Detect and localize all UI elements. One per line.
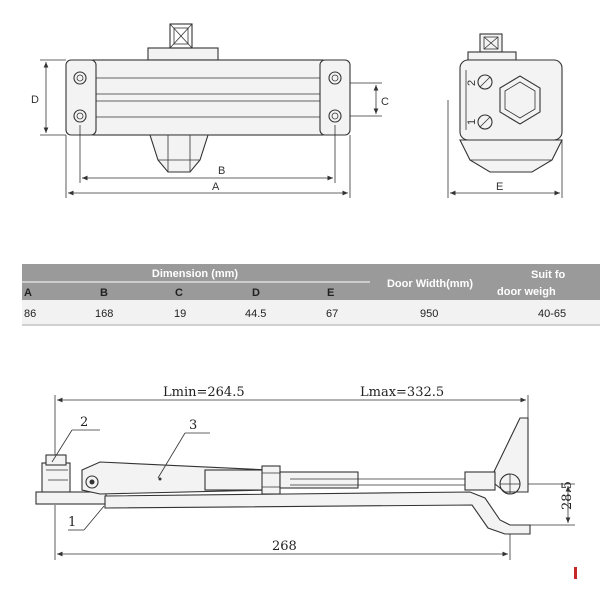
screw-mark-2: 2 [466,80,478,86]
red-mark [574,567,577,579]
col-b: B [100,287,108,299]
arm-pivot [85,475,99,489]
adjust-nut [261,465,281,495]
side-mount-plate [467,51,517,61]
mounting-holes [73,71,342,123]
arm-view: Lmin=264.5 Lmax=332.5 2 3 [35,385,577,579]
callout-3: 3 [189,418,197,433]
side-body [459,59,563,141]
value-b: 168 [95,308,113,320]
door-bracket [489,417,529,493]
col-c: C [175,287,183,299]
value-e: 67 [326,308,338,320]
bracket-base [35,491,107,505]
callout-1: 1 [68,515,76,530]
screw-mark-1: 1 [466,119,478,125]
value-c: 19 [174,308,186,320]
threaded-rod [279,471,359,489]
value-d: 44.5 [245,308,266,320]
bracket-bolt [45,454,67,466]
bottom-valve [149,134,209,173]
dim-c-label: C [381,96,389,108]
dim-e-label: E [496,181,503,193]
value-door-weight: 40-65 [538,308,566,320]
lmin-label: Lmin=264.5 [163,385,245,400]
side-valve [459,139,563,173]
side-view: 2 1 E [447,33,563,198]
front-view: D C B A [31,23,389,198]
table-row-bg [22,300,600,324]
lower-arm [104,491,531,535]
square-shaft [169,23,193,49]
dim-b-label: B [218,165,225,177]
header-suit-line2: door weigh [497,286,556,298]
adjust-screw-2 [477,74,493,90]
closer-body [92,59,324,136]
elbow-joint [464,471,496,491]
top-mount-plate [147,47,219,61]
length-label: 268 [272,539,297,554]
header-door-width: Door Width(mm) [387,278,473,290]
right-end-cap [319,59,351,136]
adjust-screw-1 [477,114,493,130]
value-door-width: 950 [420,308,438,320]
dim-d-label: D [31,94,39,106]
lmax-label: Lmax=332.5 [360,385,444,400]
height-label: 28.5 [560,481,575,510]
spec-table: Dimension (mm) Door Width(mm) Suit fo do… [22,264,600,326]
dim-a-label: A [212,181,220,193]
value-a: 86 [24,308,36,320]
header-dimension: Dimension (mm) [152,268,239,280]
col-a: A [24,287,32,299]
col-d: D [252,287,260,299]
left-end-cap [65,59,97,136]
hex-nut [499,75,541,125]
arm-sleeve [204,469,266,491]
col-e: E [327,287,334,299]
callout-2: 2 [80,415,88,430]
header-suit-line1: Suit fo [531,269,565,281]
